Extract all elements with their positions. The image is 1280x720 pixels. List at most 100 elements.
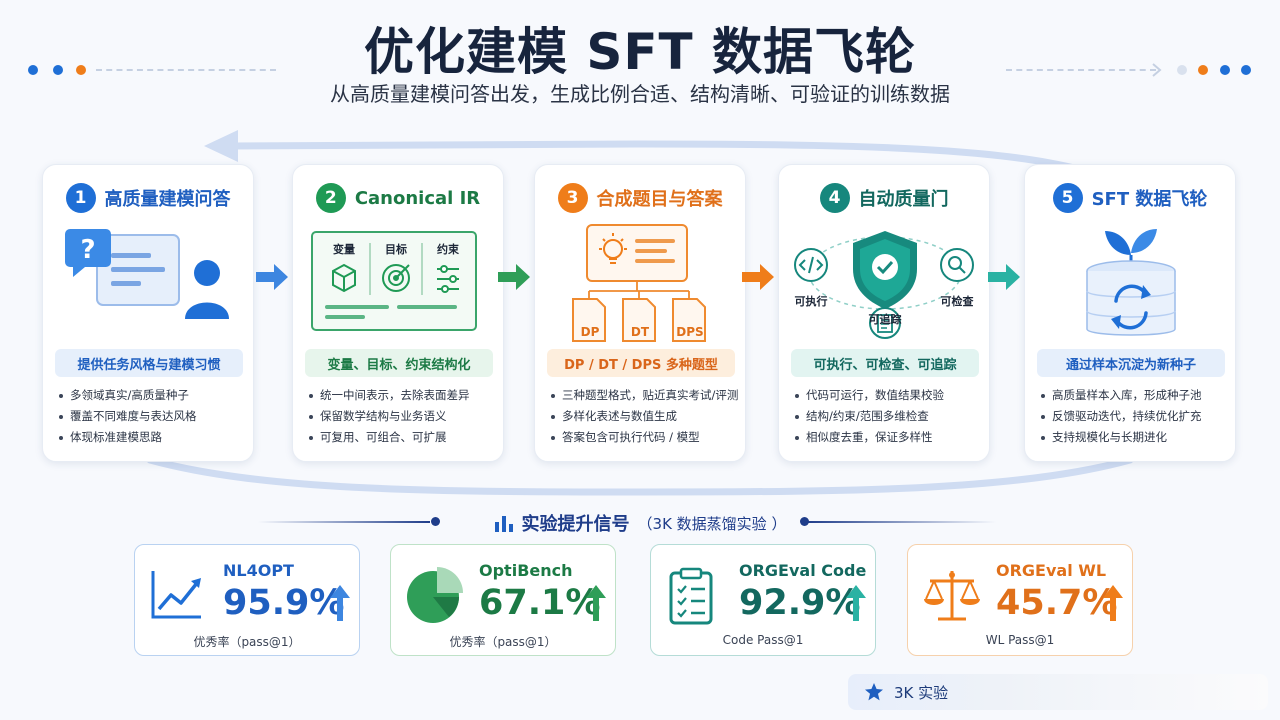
cube-icon xyxy=(332,263,356,293)
chat-user-icon: ? xyxy=(65,229,229,319)
deco-dot xyxy=(1241,65,1251,75)
bullet-item: 反馈驱动迭代，持续优化扩充 xyxy=(1041,406,1231,427)
stat-value: 45.7% xyxy=(996,583,1118,623)
pie-chart-icon xyxy=(407,567,463,623)
stat-card-orgeval-code: ORGEval Code 92.9% Code Pass@1 xyxy=(650,544,876,656)
stat-name: NL4OPT xyxy=(223,561,294,580)
loop-arrow-head xyxy=(204,130,238,162)
stage-pill: 通过样本沉淀为新种子 xyxy=(1037,349,1225,377)
signal-note: （3K 数据蒸馏实验 ） xyxy=(637,514,787,533)
step-number-badge: 1 xyxy=(65,183,96,213)
stage-bullets: 代码可运行，数值结果校验 结构/约束/范围多维检查 相似度去重，保证多样性 xyxy=(795,385,985,448)
arrow-up-icon xyxy=(1103,585,1123,621)
deco-dot xyxy=(76,65,86,75)
check-label-traceable: 可追踪 xyxy=(868,313,902,326)
deco-dot xyxy=(1198,65,1208,75)
flow-arrow-icon xyxy=(256,264,288,290)
stage-title: 自动质量门 xyxy=(858,189,949,210)
bullet-item: 多样化表述与数值生成 xyxy=(551,406,741,427)
stage-bullets: 多领域真实/高质量种子 覆盖不同难度与表达风格 体现标准建模思路 xyxy=(59,385,249,448)
sliders-icon xyxy=(437,265,459,293)
stat-metric: WL Pass@1 xyxy=(985,633,1055,647)
arrow-up-icon xyxy=(330,585,350,621)
bullet-item: 代码可运行，数值结果校验 xyxy=(795,385,985,406)
chevron-right-icon xyxy=(1152,63,1162,77)
bullet-item: 保留数学结构与业务语义 xyxy=(309,406,499,427)
step-number-badge: 3 xyxy=(557,183,588,213)
stage-card-5: 5 SFT 数据飞轮 通过样本沉淀为新种子 高质量样本入库，形成种子池 反馈驱动… xyxy=(1024,164,1236,462)
bullet-item: 相似度去重，保证多样性 xyxy=(795,427,985,448)
deco-dot xyxy=(28,65,38,75)
stat-card-orgeval-wl: ORGEval WL 45.7% WL Pass@1 xyxy=(907,544,1133,656)
check-label-executable: 可执行 xyxy=(794,295,828,308)
refresh-icon xyxy=(1114,284,1148,330)
flow-arrow-icon xyxy=(498,264,530,290)
stat-card-optibench: OptiBench 67.1% 优秀率（pass@1） xyxy=(390,544,616,656)
bullet-item: 覆盖不同难度与表达风格 xyxy=(59,406,249,427)
svg-text:?: ? xyxy=(80,235,95,265)
balance-scale-icon xyxy=(924,571,980,621)
bullet-item: 结构/约束/范围多维检查 xyxy=(795,406,985,427)
bullet-item: 可复用、可组合、可扩展 xyxy=(309,427,499,448)
ir-panel-icon: 变量 目标 约束 xyxy=(311,231,477,331)
stat-metric: Code Pass@1 xyxy=(722,633,804,647)
bullet-item: 答案包含可执行代码 / 模型 xyxy=(551,427,741,448)
shield-check-icon xyxy=(794,231,974,339)
stage-pill: 变量、目标、约束结构化 xyxy=(305,349,493,377)
flywheel-loop xyxy=(146,130,1134,496)
stage-pill: DP / DT / DPS 多种题型 xyxy=(547,349,735,377)
stat-value: 67.1% xyxy=(479,583,601,623)
step-number-badge: 4 xyxy=(819,183,850,213)
signal-title: 实验提升信号 xyxy=(521,514,630,535)
stage-card-4: 4 自动质量门 可执行 可检查 可追踪 可执行、可检查、可追踪 代码可运行，数值… xyxy=(778,164,990,462)
stat-name: ORGEval WL xyxy=(996,561,1107,580)
stage-title: 合成题目与答案 xyxy=(596,189,723,210)
clipboard-checklist-icon xyxy=(669,567,713,625)
ir-label-variables: 变量 xyxy=(333,243,355,256)
stage-title: SFT 数据飞轮 xyxy=(1091,189,1208,210)
ir-label-objective: 目标 xyxy=(385,243,407,256)
stat-value: 95.9% xyxy=(223,583,345,623)
stage-bullets: 统一中间表示，去除表面差异 保留数学结构与业务语义 可复用、可组合、可扩展 xyxy=(309,385,499,448)
flow-arrow-icon xyxy=(742,264,774,290)
stat-value: 92.9% xyxy=(739,583,861,623)
deco-dash xyxy=(96,69,276,71)
stat-metric: 优秀率（pass@1） xyxy=(193,635,301,649)
bullet-item: 高质量样本入库，形成种子池 xyxy=(1041,385,1231,406)
signal-header: 实验提升信号 （3K 数据蒸馏实验 ） xyxy=(0,510,1280,536)
doc-label-dp: DP xyxy=(580,325,600,339)
trend-chart-icon xyxy=(151,571,201,619)
stage-title: Canonical IR xyxy=(354,187,481,209)
arrow-up-icon xyxy=(846,585,866,621)
stat-name: ORGEval Code xyxy=(739,561,867,580)
stage-title: 高质量建模问答 xyxy=(104,189,231,210)
stat-name: OptiBench xyxy=(479,561,573,580)
footer-badge: 3K 实验 xyxy=(848,674,1268,710)
stage-card-2: 2 Canonical IR 变量 目标 约束 变量、目标、约束结构化 统一中间… xyxy=(292,164,504,462)
database-sprout-icon xyxy=(1086,229,1176,336)
stage-bullets: 三种题型格式，贴近真实考试/评测 多样化表述与数值生成 答案包含可执行代码 / … xyxy=(551,385,741,448)
stage-card-3: 3 合成题目与答案 DP DT DPS DP / DT / DPS 多种题型 三… xyxy=(534,164,746,462)
target-icon xyxy=(382,264,410,292)
divider-line xyxy=(258,521,430,523)
star-icon xyxy=(865,683,883,701)
stage-pill: 可执行、可检查、可追踪 xyxy=(791,349,979,377)
stage-pill: 提供任务风格与建模习惯 xyxy=(55,349,243,377)
deco-dot xyxy=(1220,65,1230,75)
stat-metric: 优秀率（pass@1） xyxy=(449,635,557,649)
code-icon xyxy=(794,248,828,282)
doc-label-dt: DT xyxy=(630,325,650,339)
bullet-item: 三种题型格式，贴近真实考试/评测 xyxy=(551,385,741,406)
flow-arrow-icon xyxy=(988,264,1020,290)
deco-dot xyxy=(53,65,63,75)
stage-bullets: 高质量样本入库，形成种子池 反馈驱动迭代，持续优化扩充 支持规模化与长期进化 xyxy=(1041,385,1231,448)
magnifier-icon xyxy=(940,248,974,282)
bar-chart-icon xyxy=(494,516,513,532)
bullet-item: 体现标准建模思路 xyxy=(59,427,249,448)
divider-dot xyxy=(800,517,809,526)
check-label-checkable: 可检查 xyxy=(940,295,974,308)
bullet-item: 统一中间表示，去除表面差异 xyxy=(309,385,499,406)
document-icon xyxy=(869,307,901,339)
step-number-badge: 2 xyxy=(315,183,346,213)
stat-card-nl4opt: NL4OPT 95.9% 优秀率（pass@1） xyxy=(134,544,360,656)
